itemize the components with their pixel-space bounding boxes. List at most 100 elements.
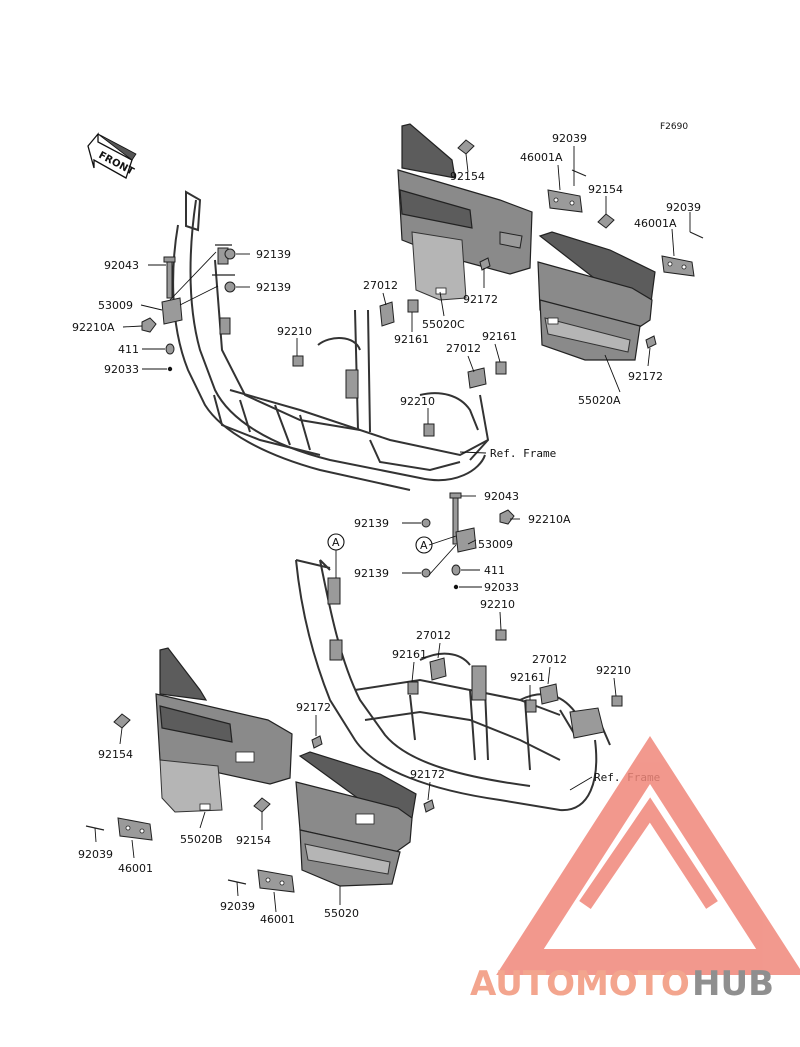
label-92033-bot: 92033: [484, 581, 519, 594]
label-53009-bot: 53009: [478, 538, 513, 551]
clip-92033-top: [167, 366, 173, 372]
top-hardware: [141, 248, 507, 437]
spacer-92139-a-bot: [421, 518, 431, 528]
label-92172-b-bot: 92172: [410, 768, 445, 781]
figure-code: F2690: [660, 122, 688, 132]
clip-92033-bot: [453, 584, 459, 590]
label-92210A-bot: 92210A: [528, 513, 571, 526]
label-92139-b-top: 92139: [256, 281, 291, 294]
label-92210A-top: 92210A: [72, 321, 115, 334]
label-92154-a-bot: 92154: [98, 748, 133, 761]
label-92172-a-bot: 92172: [296, 701, 331, 714]
door-55020C: [397, 123, 533, 301]
washer-411-top: [165, 343, 175, 355]
bottom-hardware: [407, 492, 623, 713]
bolt-92043-top: [166, 259, 173, 299]
label-27012-b-top: 27012: [446, 342, 481, 355]
svg-text:A: A: [420, 539, 428, 552]
label-46001A-b-top: 46001A: [634, 217, 677, 230]
watermark-text: AUTOMOTO HUB: [470, 964, 774, 1004]
damper-92161-a-top: [407, 299, 419, 313]
door-55020B: [155, 647, 293, 813]
label-92172-a-top: 92172: [463, 293, 498, 306]
damper-92161-b-top: [495, 361, 507, 375]
svg-text:HUB: HUB: [692, 964, 774, 1004]
screw-92154-a-top: [457, 139, 475, 155]
label-53009-top: 53009: [98, 299, 133, 312]
washer-411-bot: [451, 564, 461, 576]
label-92154-b-bot: 92154: [236, 834, 271, 847]
nut-92210-b-bot: [611, 695, 623, 707]
bottom-frame-drawing: [295, 559, 611, 812]
screw-92172-a-bot: [311, 735, 323, 749]
label-92039-a-top: 92039: [552, 132, 587, 145]
label-92210-b-top: 92210: [400, 395, 435, 408]
bracket-53009-top: [161, 297, 183, 325]
label-92161-b-bot: 92161: [510, 671, 545, 684]
callout-a-2: A: [415, 536, 433, 554]
label-92039-b-bot: 92039: [220, 900, 255, 913]
label-411-bot: 411: [484, 564, 505, 577]
screw-92154-b-bot: [253, 797, 271, 813]
spacer-92139-b-bot: [421, 568, 431, 578]
spacer-92139-b-top: [224, 281, 236, 293]
latch-27012-a-bot: [429, 657, 447, 681]
svg-text:A: A: [332, 536, 340, 549]
latch-27012-b-bot: [539, 683, 559, 705]
screw-92154-a-bot: [113, 713, 131, 729]
label-27012-b-bot: 27012: [532, 653, 567, 666]
label-55020A: 55020A: [578, 394, 621, 407]
leader-lines: [94, 146, 691, 913]
label-92210-b-bot: 92210: [596, 664, 631, 677]
hinge-46001A-top-b: [661, 255, 695, 277]
damper-92161-a-bot: [407, 681, 419, 695]
front-arrow-icon: FRONT: [87, 132, 137, 179]
hinge-46001A-top-a: [547, 189, 583, 213]
screw-92172-b-bot: [423, 799, 435, 813]
label-55020: 55020: [324, 907, 359, 920]
label-55020C: 55020C: [422, 318, 465, 331]
label-411-top: 411: [118, 343, 139, 356]
label-92043-top: 92043: [104, 259, 139, 272]
screw-92172-b-top: [645, 335, 657, 349]
label-ref-frame-top: Ref. Frame: [490, 447, 556, 460]
hinge-46001-bot-b: [257, 869, 295, 893]
triangle-logo-icon: [496, 735, 800, 975]
hinge-46001-bot-a: [117, 817, 153, 841]
label-92139-b-bot: 92139: [354, 567, 389, 580]
door-55020: [295, 751, 417, 887]
label-92039-a-bot: 92039: [78, 848, 113, 861]
screw-92172-a-top: [479, 257, 491, 271]
door-55020A: [537, 231, 656, 361]
label-46001-a-bot: 46001: [118, 862, 153, 875]
label-92139-a-bot: 92139: [354, 517, 389, 530]
label-92154-b-top: 92154: [588, 183, 623, 196]
watermark-logo: [496, 735, 800, 975]
nut-92210-a-top: [292, 355, 304, 367]
label-46001-b-bot: 46001: [260, 913, 295, 926]
damper-92161-b-bot: [525, 699, 537, 713]
nut-92210A-top: [141, 317, 157, 333]
label-92043-bot: 92043: [484, 490, 519, 503]
screw-92154-b-top: [597, 213, 615, 229]
label-92210-a-bot: 92210: [480, 598, 515, 611]
label-92039-b-top: 92039: [666, 201, 701, 214]
svg-text:AUTOMOTO: AUTOMOTO: [470, 964, 690, 1004]
nut-92210-b-top: [423, 423, 435, 437]
label-27012-a-top: 27012: [363, 279, 398, 292]
nut-92210-a-bot: [495, 629, 507, 641]
callout-a-1: A: [327, 533, 345, 578]
label-92172-b-top: 92172: [628, 370, 663, 383]
latch-27012-a-top: [379, 301, 395, 327]
label-92161-a-bot: 92161: [392, 648, 427, 661]
label-92139-a-top: 92139: [256, 248, 291, 261]
nut-92210A-bot: [499, 509, 515, 525]
label-92161-b-top: 92161: [482, 330, 517, 343]
label-92161-a-top: 92161: [394, 333, 429, 346]
label-92210-a-top: 92210: [277, 325, 312, 338]
bracket-53009-bot: [455, 527, 477, 553]
spacer-92139-a-top: [224, 248, 236, 260]
part-labels: 92043 92139 92139 53009 92210A 411 92033…: [72, 132, 701, 926]
